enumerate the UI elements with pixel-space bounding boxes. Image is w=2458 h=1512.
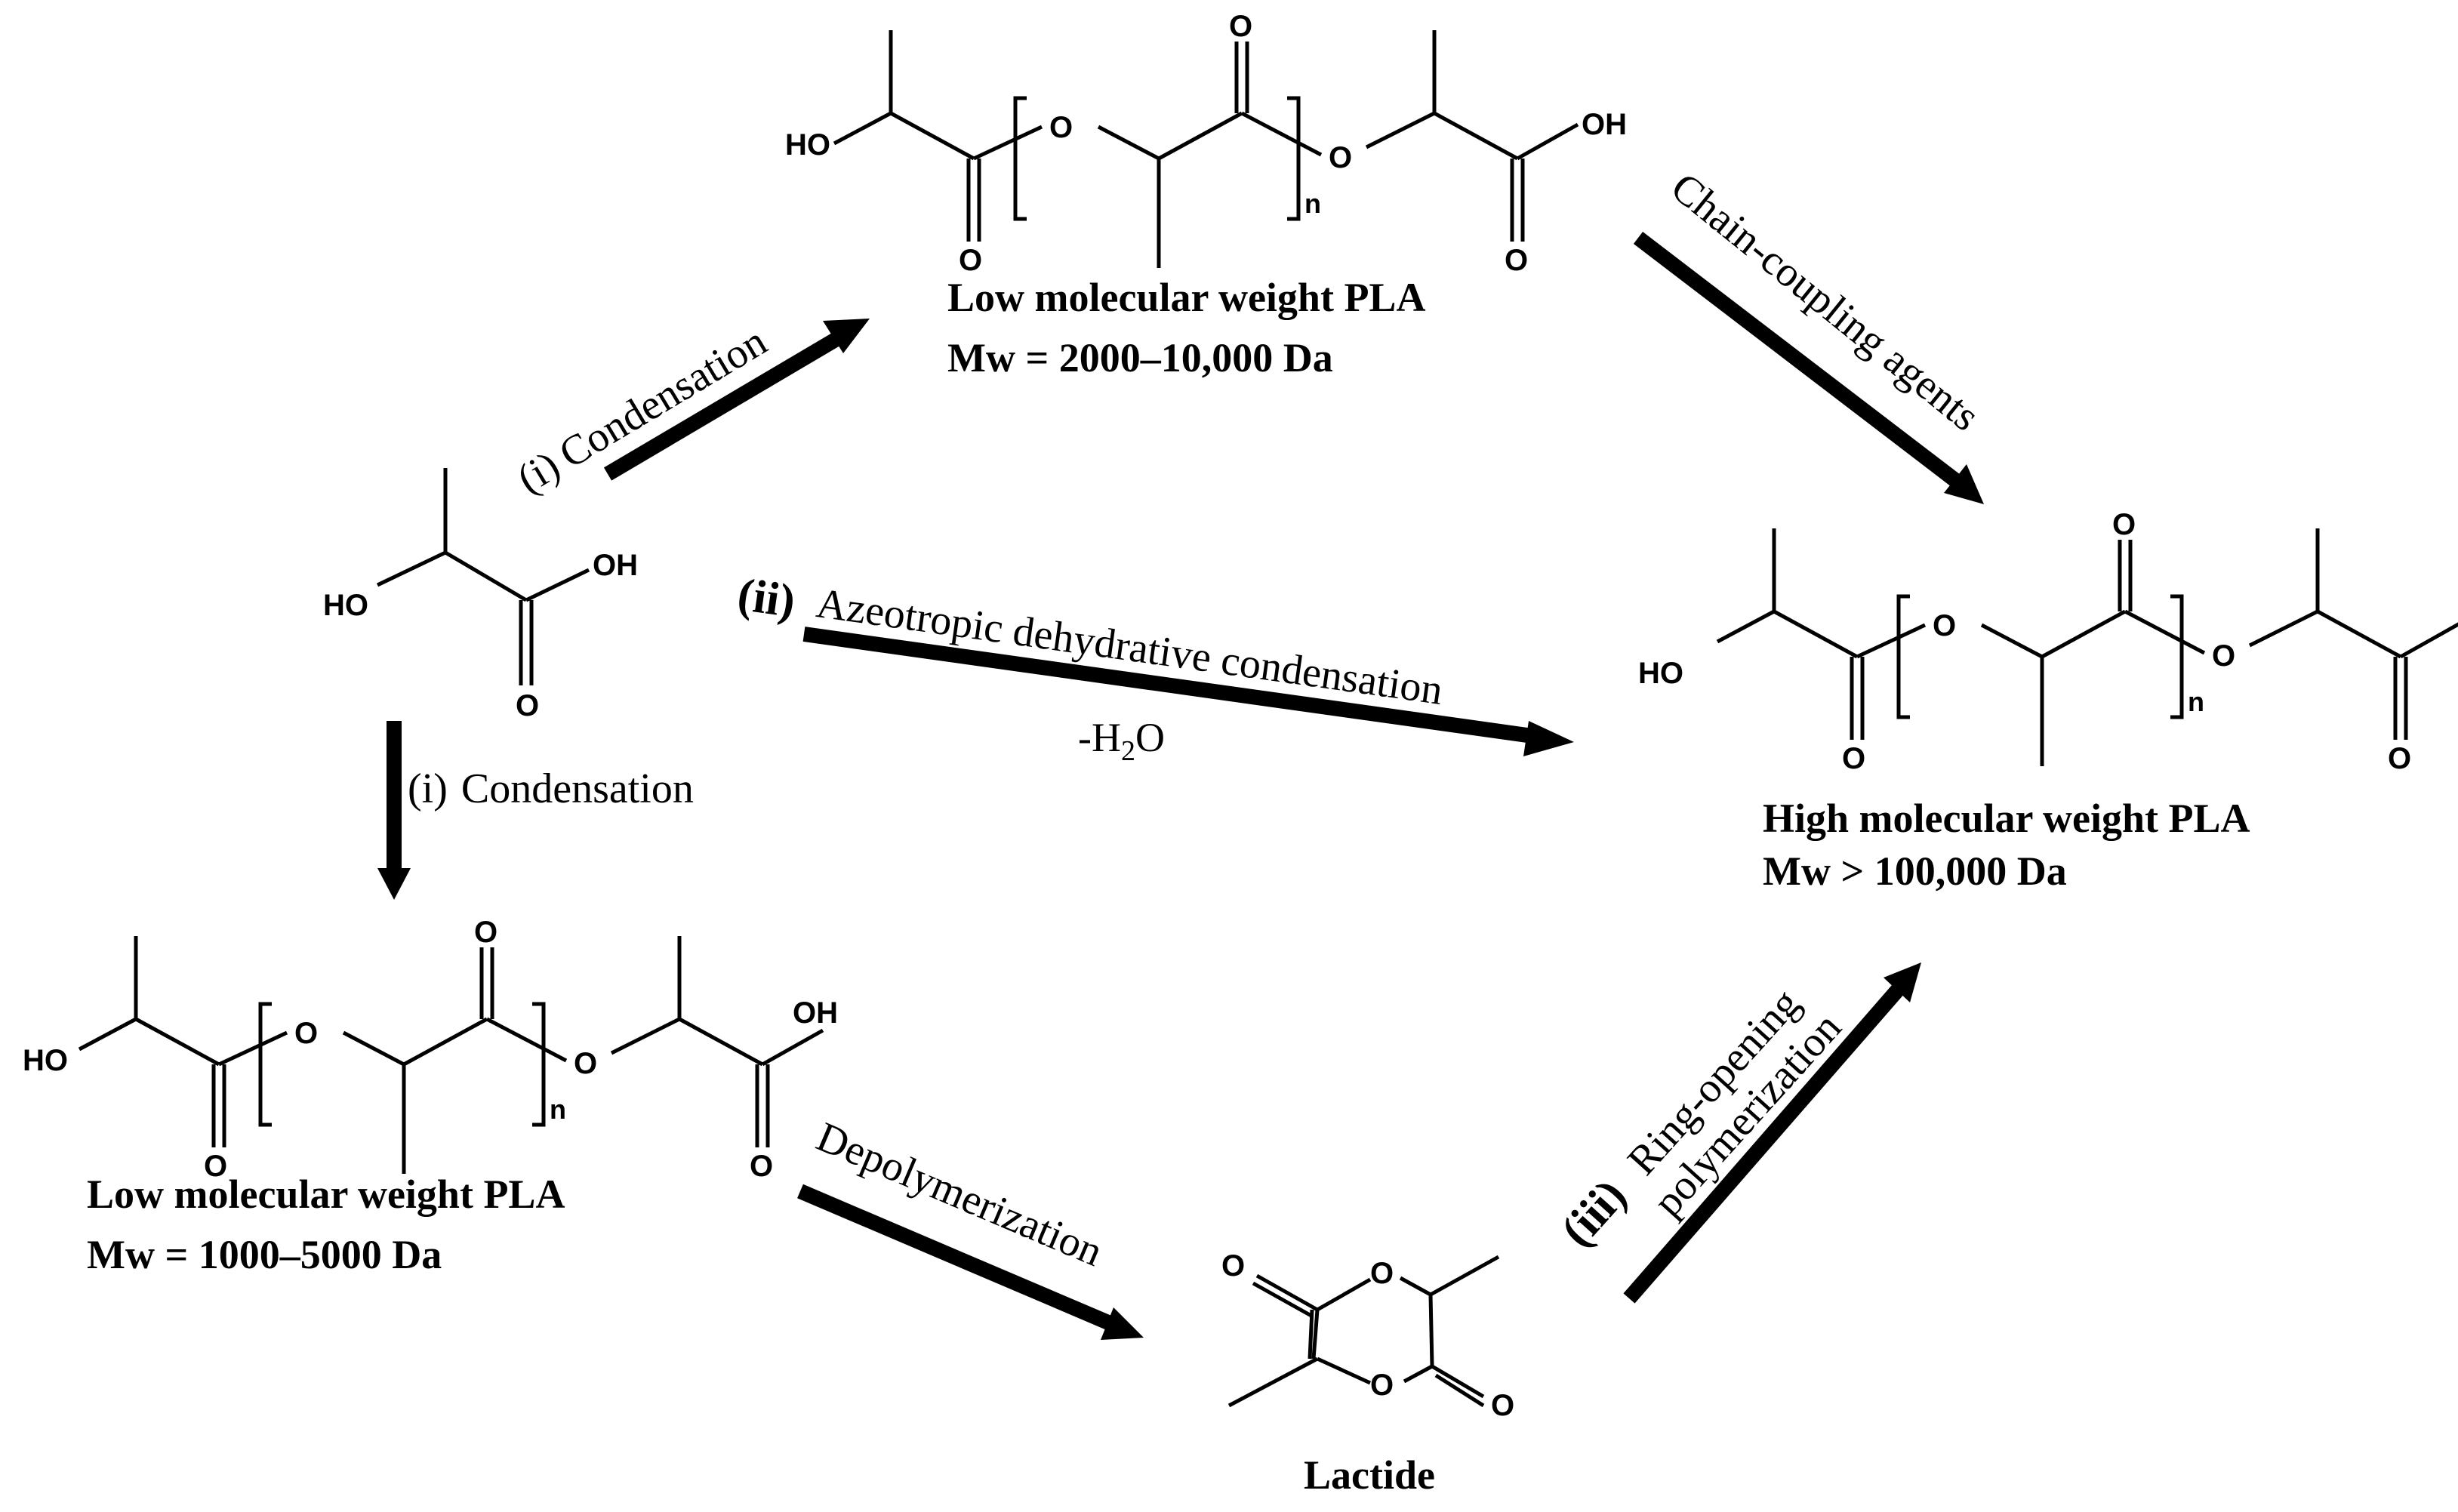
atom-o: O: [750, 1150, 773, 1183]
atom-o: O: [516, 689, 539, 722]
atom-o: O: [1933, 609, 1956, 642]
atom-o: O: [474, 916, 497, 949]
atom-n: n: [550, 1094, 566, 1125]
route-i-top-label: (i)Condensation: [510, 318, 775, 503]
atom-ho: HO: [1638, 657, 1683, 690]
atom-ho: HO: [785, 128, 830, 162]
atom-oh: OH: [1582, 108, 1627, 141]
atom-o: O: [959, 244, 982, 277]
atom-o: O: [1505, 244, 1528, 277]
lactide-label: Lactide: [1304, 1452, 1435, 1498]
high-pla-name: High molecular weight PLA: [1763, 796, 2250, 841]
atom-oh: OH: [593, 549, 638, 582]
arrow-condensation-top: [603, 319, 870, 481]
low-pla-top-structure: HO O O O n O O OH: [785, 10, 1627, 277]
arrow-azeotropic: [802, 627, 1574, 756]
atom-o: O: [294, 1017, 318, 1050]
atom-o: O: [574, 1047, 597, 1080]
route-ii-num: (ii): [735, 569, 798, 628]
atom-o: O: [1221, 1249, 1245, 1283]
atom-n: n: [1304, 188, 1321, 219]
route-ii-byproduct: -H2O: [1078, 715, 1165, 767]
low-pla-top-mw: Mw = 2000–10,000 Da: [947, 335, 1333, 380]
high-pla-mw: Mw > 100,000 Da: [1763, 848, 2067, 894]
svg-text:(i)Condensation: (i)Condensation: [510, 318, 775, 503]
route-i-down-num: (i): [408, 765, 448, 812]
atom-o: O: [2212, 639, 2235, 673]
atom-o: O: [1049, 111, 1073, 144]
arrow-chain-coupling: [1633, 232, 1984, 504]
atom-o: O: [1229, 10, 1252, 43]
atom-ho: HO: [23, 1044, 68, 1077]
low-pla-bottom-structure: HO O O O n O O OH: [23, 916, 838, 1183]
arrow-condensation-down: [377, 721, 411, 900]
atom-o: O: [204, 1150, 227, 1183]
route-iii-label: (iii) Ring-opening polymerization: [1551, 980, 1850, 1257]
low-pla-bottom-name: Low molecular weight PLA: [87, 1172, 565, 1217]
lactic-acid-structure: HO O OH: [323, 468, 638, 722]
atom-o: O: [1370, 1257, 1394, 1290]
route-i-down-label: (i) Condensation: [408, 765, 694, 812]
arrow-ring-opening: [1623, 962, 1921, 1304]
atom-o: O: [1491, 1389, 1514, 1422]
arrow-depolymerization: [797, 1184, 1144, 1340]
atom-o: O: [1842, 742, 1865, 775]
low-pla-top-name: Low molecular weight PLA: [947, 275, 1425, 320]
atom-ho: HO: [323, 589, 368, 622]
atom-o: O: [1329, 141, 1352, 174]
high-pla-structure: HO O O O n O O OH: [1638, 508, 2458, 775]
atom-oh: OH: [793, 996, 838, 1030]
atom-o: O: [2388, 742, 2411, 775]
atom-n: n: [2188, 686, 2204, 717]
route-iii-num: (iii): [1551, 1170, 1637, 1257]
route-i-down-text: Condensation: [461, 765, 694, 812]
atom-o: O: [1370, 1369, 1394, 1402]
low-pla-bottom-mw: Mw = 1000–5000 Da: [87, 1232, 442, 1277]
atom-o: O: [2112, 508, 2136, 541]
lactide-structure: O O O O: [1221, 1249, 1514, 1422]
